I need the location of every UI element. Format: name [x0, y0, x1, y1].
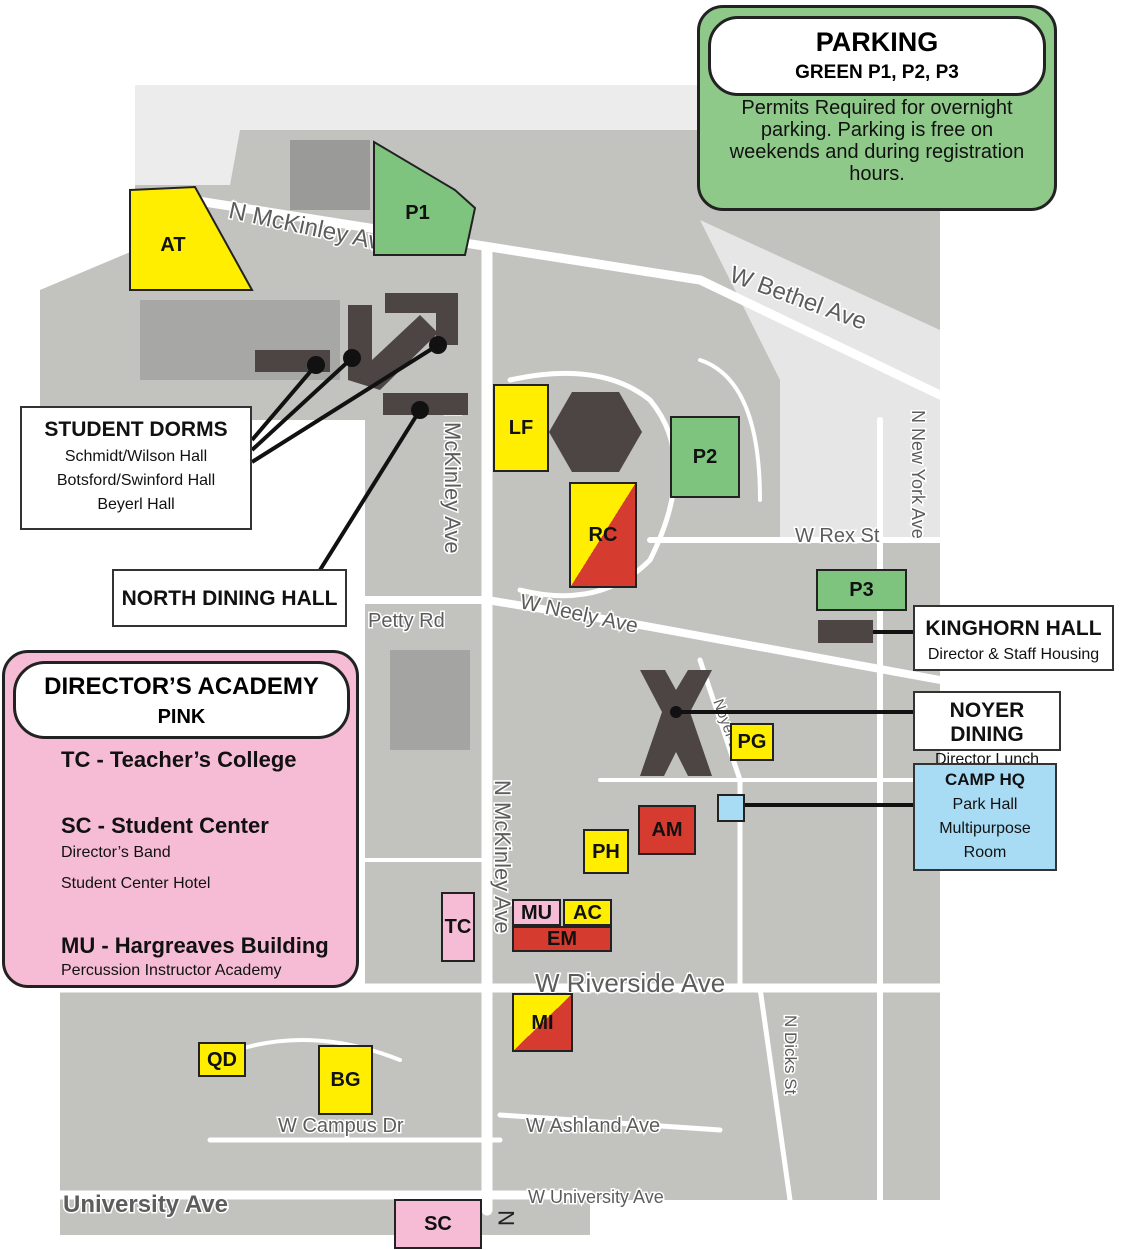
connector-line: [318, 408, 422, 572]
camp-hq-callout: CAMP HQ Park Hall Multipurpose Room: [913, 763, 1057, 871]
academy-item-name: MU - Hargreaves Building: [61, 933, 329, 958]
parking-legend: PARKING GREEN P1, P2, P3 Permits Require…: [697, 5, 1057, 211]
academy-legend-header: DIRECTOR’S ACADEMY PINK: [13, 661, 350, 739]
svg-text:N: N: [494, 1210, 519, 1226]
lot-P1[interactable]: [373, 140, 477, 256]
building-MI[interactable]: MI: [512, 993, 573, 1052]
lot-P3[interactable]: P3: [816, 569, 907, 611]
parking-subtitle: GREEN P1, P2, P3: [795, 62, 959, 83]
student-dorms-title: STUDENT DORMS: [44, 418, 228, 441]
lot-texture: [390, 650, 470, 750]
building-TC[interactable]: TC: [441, 892, 475, 962]
building-EM[interactable]: EM: [512, 926, 612, 952]
academy-item-name: TC - Teacher’s College: [61, 747, 297, 772]
dorm-botsford-swinford: [348, 305, 438, 390]
dorm-beyerl: [385, 293, 458, 345]
north-dining-hall-callout: NORTH DINING HALL: [112, 569, 347, 627]
parking-legend-header: PARKING GREEN P1, P2, P3: [708, 16, 1046, 96]
academy-item-name: SC - Student Center: [61, 813, 269, 838]
connector-line: [250, 343, 440, 464]
hexagon-building: [549, 392, 642, 472]
street-label: N New York Ave: [908, 410, 928, 539]
building-AT[interactable]: [129, 185, 254, 291]
building-PG[interactable]: PG: [730, 723, 774, 761]
street-label: W University Ave: [528, 1187, 664, 1207]
student-dorms-callout: STUDENT DORMS Schmidt/Wilson Hall Botsfo…: [20, 406, 252, 530]
connector-dot: [670, 706, 682, 718]
kinghorn-hall-title: KINGHORN HALL: [925, 617, 1102, 640]
noyer-dining-callout: NOYER DINING Director Lunch: [913, 691, 1061, 768]
building-QD[interactable]: QD: [198, 1042, 246, 1077]
street-label: W Rex St: [795, 525, 880, 547]
building-BG[interactable]: BG: [318, 1045, 373, 1115]
lot-texture: [290, 140, 370, 210]
student-dorms-line: Beyerl Hall: [97, 496, 175, 513]
building-camp-hq[interactable]: [717, 794, 745, 822]
building-MU[interactable]: MU: [512, 899, 561, 926]
connector-dot: [429, 336, 447, 354]
academy-item-sc: SC - Student Center Director’s Band Stud…: [61, 813, 269, 893]
academy-item-detail: Student Center Hotel: [61, 875, 211, 892]
kinghorn-hall-subtitle: Director & Staff Housing: [927, 646, 1100, 663]
lot-P2[interactable]: P2: [670, 416, 740, 498]
noyer-dining-building: [640, 670, 712, 776]
building-LF[interactable]: LF: [493, 384, 549, 472]
academy-subtitle: PINK: [157, 706, 206, 728]
street-label: N Dicks St: [781, 1015, 800, 1095]
north-arrow-icon: N: [494, 1210, 519, 1226]
building-RC[interactable]: RC: [569, 482, 637, 588]
academy-title: DIRECTOR’S ACADEMY: [44, 673, 319, 700]
parking-note: Permits Required for overnight parking. …: [729, 97, 1025, 185]
building-AT-label: AT: [160, 234, 186, 256]
student-dorms-line: Botsford/Swinford Hall: [56, 472, 216, 489]
street-label: Petty Rd: [368, 610, 445, 632]
academy-item-detail: Percussion Instructor Academy: [61, 962, 282, 979]
academy-item-mu: MU - Hargreaves Building Percussion Inst…: [61, 933, 329, 980]
street-label: N McKinley Ave: [440, 400, 465, 554]
building-SC[interactable]: SC: [394, 1199, 482, 1249]
street-label: N McKinley Ave: [490, 780, 515, 934]
academy-item-tc: TC - Teacher’s College: [61, 747, 297, 773]
building-AM[interactable]: AM: [638, 805, 696, 855]
street-label: University Ave: [63, 1191, 228, 1218]
lot-P1-label: P1: [405, 202, 430, 224]
building-PH[interactable]: PH: [583, 829, 629, 874]
camp-hq-title: CAMP HQ: [945, 770, 1025, 789]
directors-academy-legend: DIRECTOR’S ACADEMY PINK TC - Teacher’s C…: [2, 650, 359, 988]
camp-hq-line: Room: [963, 844, 1007, 861]
noyer-dining-title: NOYER DINING: [949, 699, 1025, 746]
streets: [55, 190, 945, 1216]
academy-item-detail: Director’s Band: [61, 844, 171, 861]
north-dining-hall-title: NORTH DINING HALL: [121, 587, 338, 610]
street-label: W Ashland Ave: [526, 1115, 660, 1137]
connector-dot: [343, 349, 361, 367]
camp-hq-line: Park Hall: [952, 796, 1018, 813]
parking-title: PARKING: [815, 27, 939, 57]
building-AC[interactable]: AC: [563, 899, 612, 926]
connector-line: [250, 356, 354, 452]
street-label: W Campus Dr: [278, 1115, 404, 1137]
connector-line: [250, 363, 318, 442]
connector-dot: [307, 356, 325, 374]
connector-dot: [411, 401, 429, 419]
street-label: W Riverside Ave: [535, 968, 725, 998]
kinghorn-hall-building: [818, 620, 873, 643]
student-dorms-line: Schmidt/Wilson Hall: [64, 448, 208, 465]
camp-hq-line: Multipurpose: [939, 820, 1031, 837]
map-light-area-top: [135, 85, 700, 185]
kinghorn-hall-callout: KINGHORN HALL Director & Staff Housing: [913, 605, 1114, 671]
